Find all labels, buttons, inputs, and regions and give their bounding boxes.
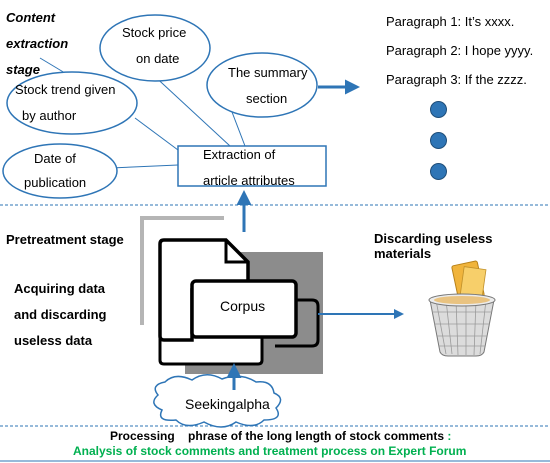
- oval-date: [2, 143, 118, 199]
- date-text-2: publication: [24, 175, 87, 190]
- corpus-box: [190, 279, 298, 339]
- oval-summary: [206, 52, 318, 118]
- oval-stock-price: [99, 14, 211, 82]
- doc-right-tab: [275, 298, 320, 348]
- connector-trend: [134, 117, 179, 151]
- summary-text-1: The summary: [228, 65, 308, 80]
- pretreatment-label: Pretreatment stage: [6, 232, 124, 247]
- ellipsis-dot-3: [430, 163, 447, 180]
- paragraph-3: Paragraph 3: If the zzzz.: [386, 72, 527, 87]
- processing-text: Processing phrase of the long length of …: [110, 429, 445, 443]
- stock-price-text-1: Stock price: [122, 25, 187, 40]
- corpus-label: Corpus: [220, 298, 266, 314]
- content-stage-label-line2: extraction: [6, 36, 69, 51]
- summary-text-2: section: [246, 91, 288, 106]
- extraction-text-2: article attributes: [203, 173, 295, 188]
- paragraph-2: Paragraph 2: I hope yyyy.: [386, 43, 534, 58]
- extraction-text-1: Extraction of: [203, 147, 276, 162]
- connector-price: [149, 71, 231, 147]
- caption-text: Analysis of stock comments and treatment…: [73, 444, 467, 458]
- doc-ghost-back: [140, 216, 224, 325]
- trash-bin-icon: [428, 260, 496, 357]
- processing-colon: :: [444, 429, 452, 443]
- connector-date: [109, 164, 179, 169]
- content-stage-label-line1: Content: [6, 10, 56, 25]
- trend-text-1: Stock trend given: [15, 82, 116, 97]
- paragraph-1: Paragraph 1: It’s xxxx.: [386, 14, 515, 29]
- acquiring-label-1: Acquiring data: [14, 281, 106, 296]
- source-label: Seekingalpha: [185, 396, 270, 412]
- connector-summary: [231, 111, 246, 147]
- stock-price-text-2: on date: [136, 51, 180, 66]
- extraction-box: [177, 145, 327, 187]
- trend-text-2: by author: [22, 108, 77, 123]
- doc-fold: [224, 240, 248, 264]
- discarding-label: Discarding useless materials: [374, 231, 493, 261]
- acquiring-label-3: useless data: [14, 333, 93, 348]
- processing-title: Processing phrase of the long length of …: [110, 429, 451, 443]
- cloud-shape: [153, 374, 282, 428]
- date-text-1: Date of: [34, 151, 76, 166]
- acquiring-label-2: and discarding: [14, 307, 107, 322]
- ellipsis-dot-1: [430, 101, 447, 118]
- ellipsis-dot-2: [430, 132, 447, 149]
- content-stage-label-line3: stage: [6, 62, 40, 77]
- oval-trend: [6, 71, 138, 135]
